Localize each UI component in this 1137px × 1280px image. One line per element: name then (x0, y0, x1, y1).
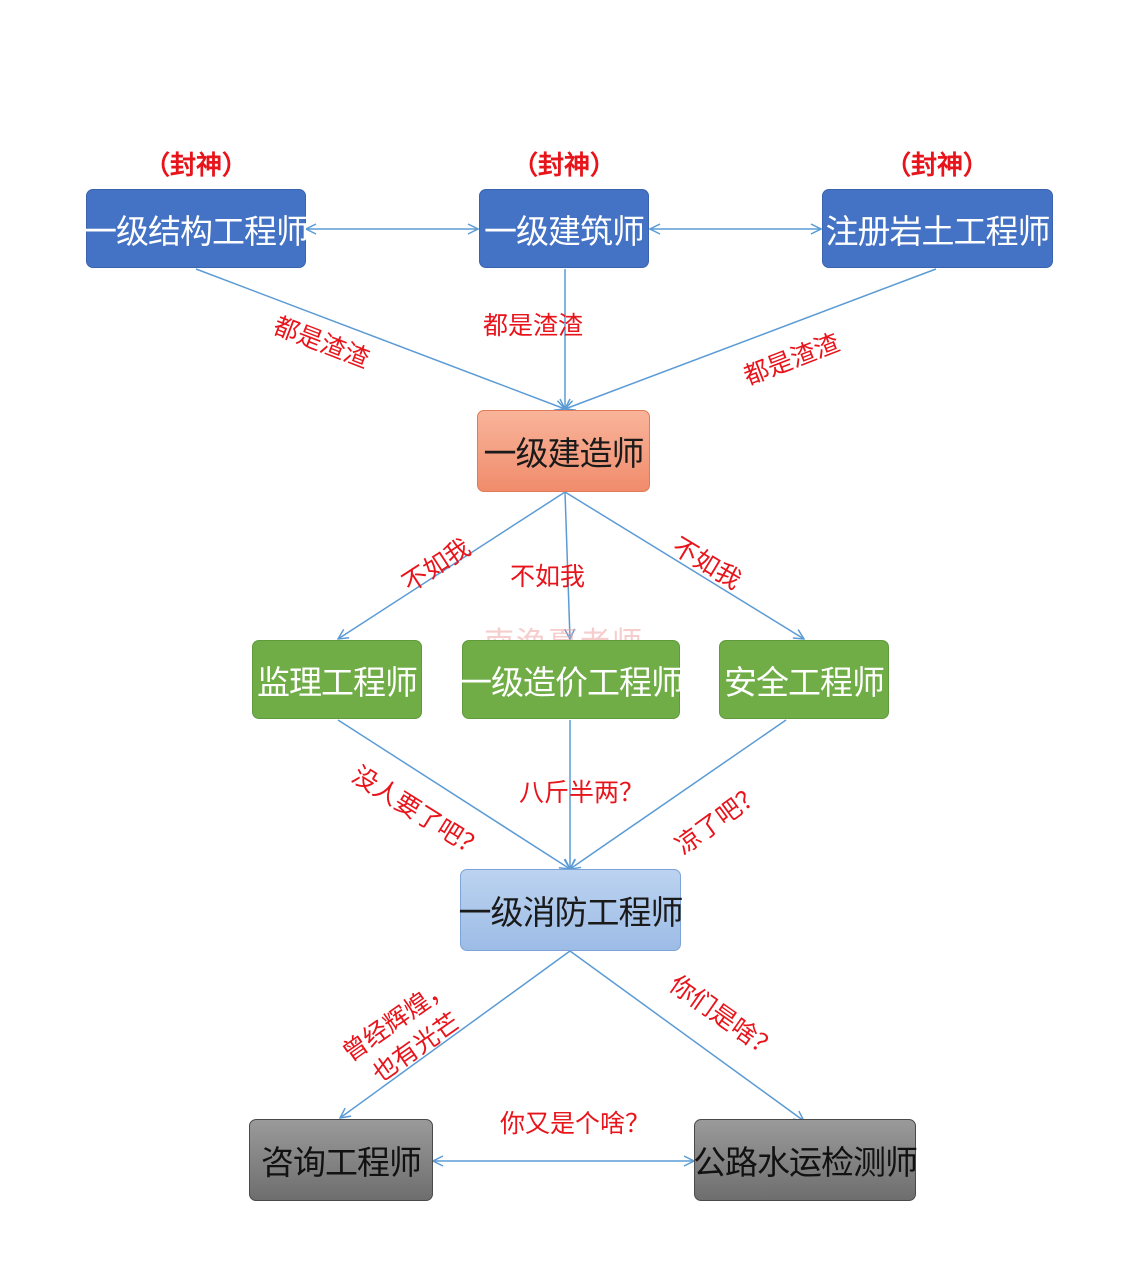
arrow-supervisor-fire (337, 719, 570, 869)
tag-architect: （封神） (511, 151, 617, 181)
tag-structural: （封神） (143, 151, 249, 181)
arrow-fire-consult (340, 950, 571, 1118)
node-consulting-engineer: 咨询工程师 (249, 1119, 433, 1201)
arrow-geotech-constructor (565, 268, 937, 409)
label-constructor-to-cost: 不如我 (510, 562, 586, 591)
node-constructor: 一级建造师 (477, 410, 650, 492)
label-architect-to-constructor: 都是渣渣 (483, 311, 584, 340)
node-architect: 一级建筑师 (479, 189, 649, 268)
node-supervision-engineer: 监理工程师 (252, 640, 422, 719)
arrow-constructor-supervisor (338, 491, 566, 639)
arrow-fire-highway (569, 950, 804, 1121)
node-cost-engineer: 一级造价工程师 (459, 640, 684, 719)
node-safety-engineer: 安全工程师 (719, 640, 889, 719)
arrow-constructor-cost (565, 491, 570, 639)
arrow-constructor-safety (564, 491, 804, 639)
node-highway-testing-engineer: 公路水运检测师 (693, 1119, 918, 1201)
arrow-safety-fire (570, 719, 787, 869)
tag-geotech: （封神） (884, 151, 990, 181)
node-geotechnical-engineer: 注册岩土工程师 (822, 189, 1053, 268)
node-structural-engineer: 一级结构工程师 (84, 189, 309, 268)
arrow-structural-constructor (195, 268, 565, 409)
node-fire-engineer: 一级消防工程师 (459, 869, 684, 951)
label-consult-to-highway: 你又是个啥？ (500, 1109, 651, 1138)
label-cost-to-fire: 八斤半两？ (519, 778, 645, 807)
